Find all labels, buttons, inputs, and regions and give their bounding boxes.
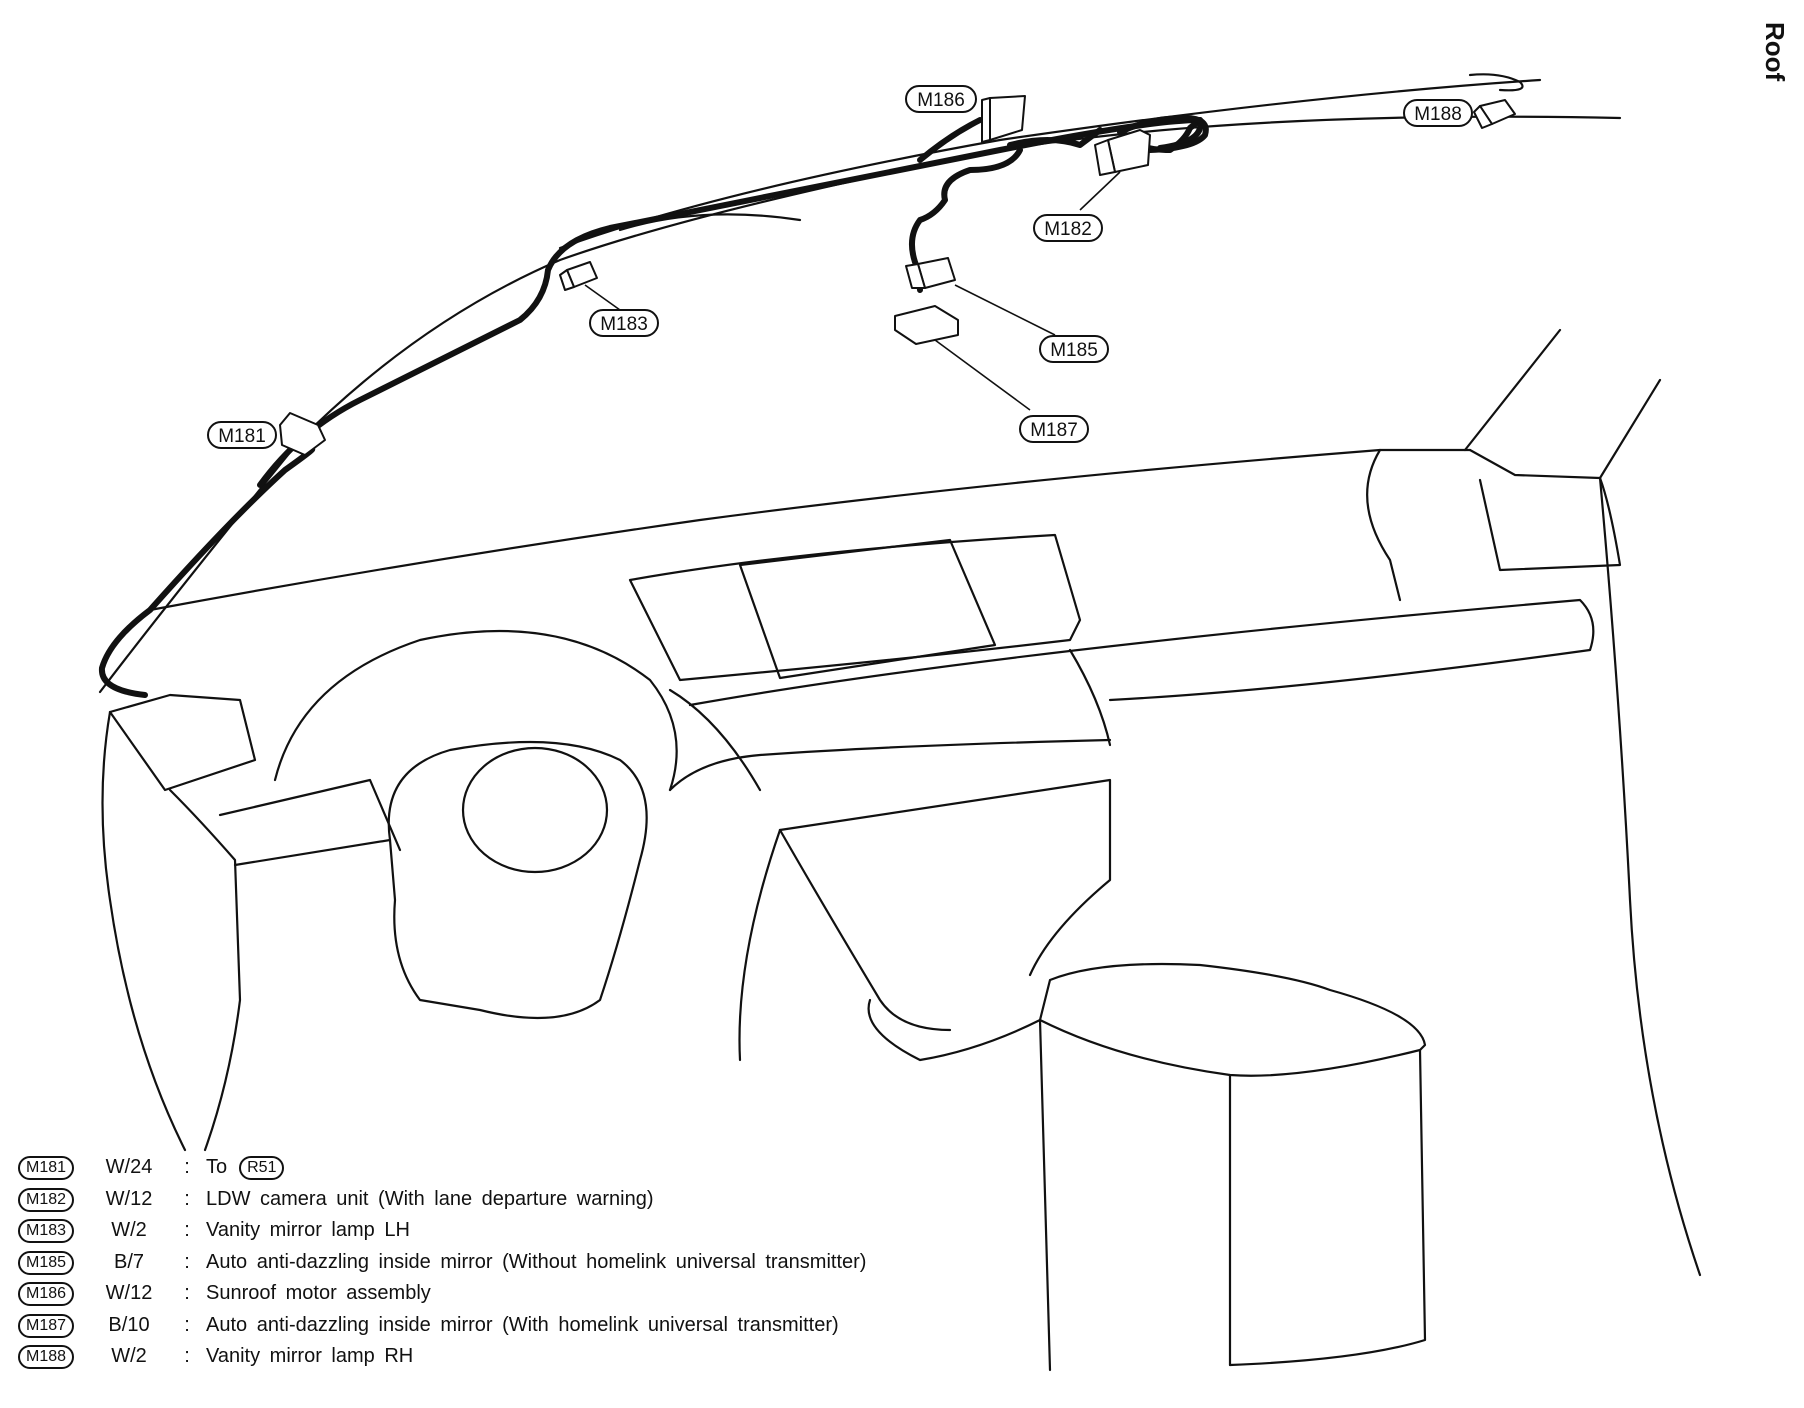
legend-code: M187 [18, 1313, 75, 1338]
legend-row: M183 W/2 : Vanity mirror lamp LH [18, 1215, 1018, 1247]
legend-spec: B/10 [108, 1313, 150, 1336]
legend-separator: : [184, 1313, 190, 1336]
callout-m186: M186 [905, 85, 977, 113]
legend-code: M185 [18, 1250, 75, 1275]
legend-code: M188 [18, 1345, 75, 1370]
callout-m186-label: M186 [917, 90, 965, 111]
connector-m186 [989, 95, 1026, 141]
legend-ref: R51 [239, 1155, 285, 1180]
legend-description: To [206, 1156, 228, 1179]
callout-m183-label: M183 [600, 314, 648, 335]
callout-m183: M183 [589, 309, 659, 337]
callout-m185: M185 [1039, 335, 1109, 363]
legend-row: M185 B/7 : Auto anti-dazzling inside mir… [18, 1247, 1018, 1279]
legend-code: M186 [18, 1282, 75, 1307]
legend-row: M188 W/2 : Vanity mirror lamp RH [18, 1341, 1018, 1373]
legend-spec: W/2 [111, 1219, 147, 1242]
legend-separator: : [184, 1250, 190, 1273]
legend-code: M181 [18, 1156, 75, 1181]
legend-description: Auto anti-dazzling inside mirror (Withou… [206, 1250, 867, 1273]
legend-description: Vanity mirror lamp RH [206, 1345, 414, 1368]
callout-leaders [584, 171, 1121, 411]
legend-spec: W/2 [111, 1345, 147, 1368]
legend-description: LDW camera unit (With lane departure war… [206, 1187, 654, 1210]
legend-code: M182 [18, 1187, 75, 1212]
section-title: Roof [1760, 22, 1790, 82]
dashboard-outline [101, 328, 1702, 1372]
legend-code: M183 [18, 1219, 75, 1244]
harness [98, 115, 1209, 698]
legend-separator: : [184, 1282, 190, 1305]
connectors [279, 95, 1516, 456]
legend-spec: W/24 [105, 1156, 153, 1179]
legend-spec: W/12 [105, 1282, 153, 1305]
callout-m187: M187 [1019, 415, 1089, 443]
callout-m185-label: M185 [1050, 340, 1098, 361]
legend-separator: : [184, 1345, 190, 1368]
connector-legend: M181 W/24 : To R51 M182 W/12 : LDW camer… [18, 1152, 1018, 1373]
callout-m187-label: M187 [1030, 420, 1078, 441]
legend-separator: : [184, 1156, 190, 1179]
callout-m188: M188 [1403, 99, 1473, 127]
connector-m187 [894, 305, 959, 345]
callout-m188-label: M188 [1414, 104, 1462, 125]
callout-m181-label: M181 [218, 426, 266, 447]
callout-m182: M182 [1033, 214, 1103, 242]
legend-separator: : [184, 1219, 190, 1242]
legend-row: M181 W/24 : To R51 [18, 1152, 1018, 1184]
legend-description: Auto anti-dazzling inside mirror (With h… [206, 1313, 839, 1336]
legend-row: M187 B/10 : Auto anti-dazzling inside mi… [18, 1310, 1018, 1342]
legend-spec: W/12 [105, 1187, 153, 1210]
legend-description: Vanity mirror lamp LH [206, 1219, 410, 1242]
legend-row: M186 W/12 : Sunroof motor assembly [18, 1278, 1018, 1310]
callout-m182-label: M182 [1044, 219, 1092, 240]
legend-description: Sunroof motor assembly [206, 1282, 431, 1305]
callout-m181: M181 [207, 421, 277, 449]
legend-row: M182 W/12 : LDW camera unit (With lane d… [18, 1184, 1018, 1216]
legend-spec: B/7 [113, 1250, 145, 1273]
roof-outline [98, 73, 1622, 694]
legend-separator: : [184, 1187, 190, 1210]
connector-m181 [279, 412, 326, 456]
